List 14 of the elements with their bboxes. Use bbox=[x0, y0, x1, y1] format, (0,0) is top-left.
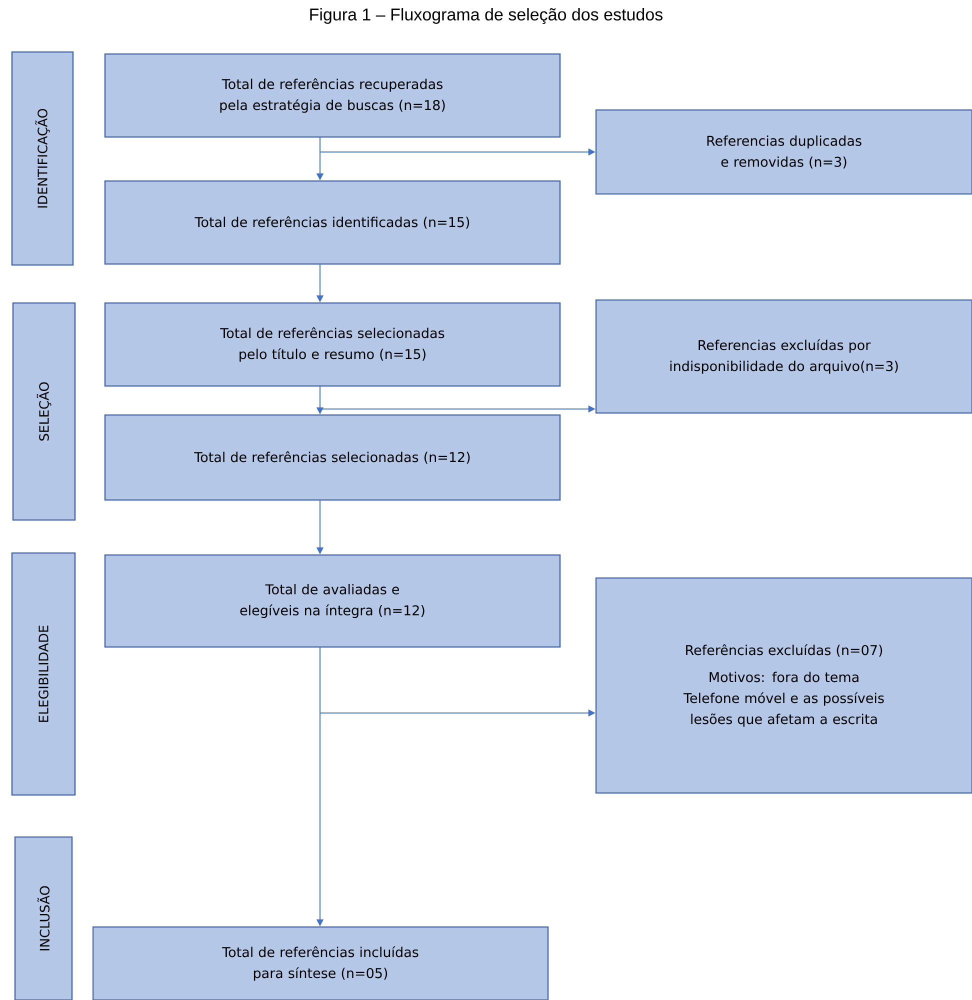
process-box: Total de referências incluídas para síntese (n=05) bbox=[92, 926, 549, 1000]
process-box: Total de referências selecionadas (n=12) bbox=[104, 414, 561, 501]
stage-box: INCLUSÃO bbox=[14, 836, 73, 1000]
exclusion-box: Referências excluídas (n=07) Motivos: fora do tema Telefone móvel e as possíveis lesões que afetam a escrita bbox=[595, 577, 972, 794]
process-box: Total de referências recuperadas pela estratégia de buscas (n=18) bbox=[104, 53, 561, 138]
figure-title: Figura 1 – Fluxograma de seleção dos estudos bbox=[310, 8, 662, 24]
stage-box: SELEÇÃO bbox=[12, 302, 76, 521]
stage-box: IDENTIFICAÇÃO bbox=[11, 51, 74, 266]
process-box: Total de referências identificadas (n=15) bbox=[104, 180, 561, 265]
process-box: Total de referências selecionadas pelo título e resumo (n=15) bbox=[104, 302, 561, 387]
exclusion-box: Referencias duplicadas e removidas (n=3) bbox=[595, 109, 972, 195]
exclusion-box: Referencias excluídas por indisponibilidade do arquivo(n=3) bbox=[595, 299, 972, 414]
process-box: Total de avaliadas e elegíveis na íntegra (n=12) bbox=[104, 554, 561, 648]
stage-box: ELEGIBILIDADE bbox=[11, 552, 76, 796]
